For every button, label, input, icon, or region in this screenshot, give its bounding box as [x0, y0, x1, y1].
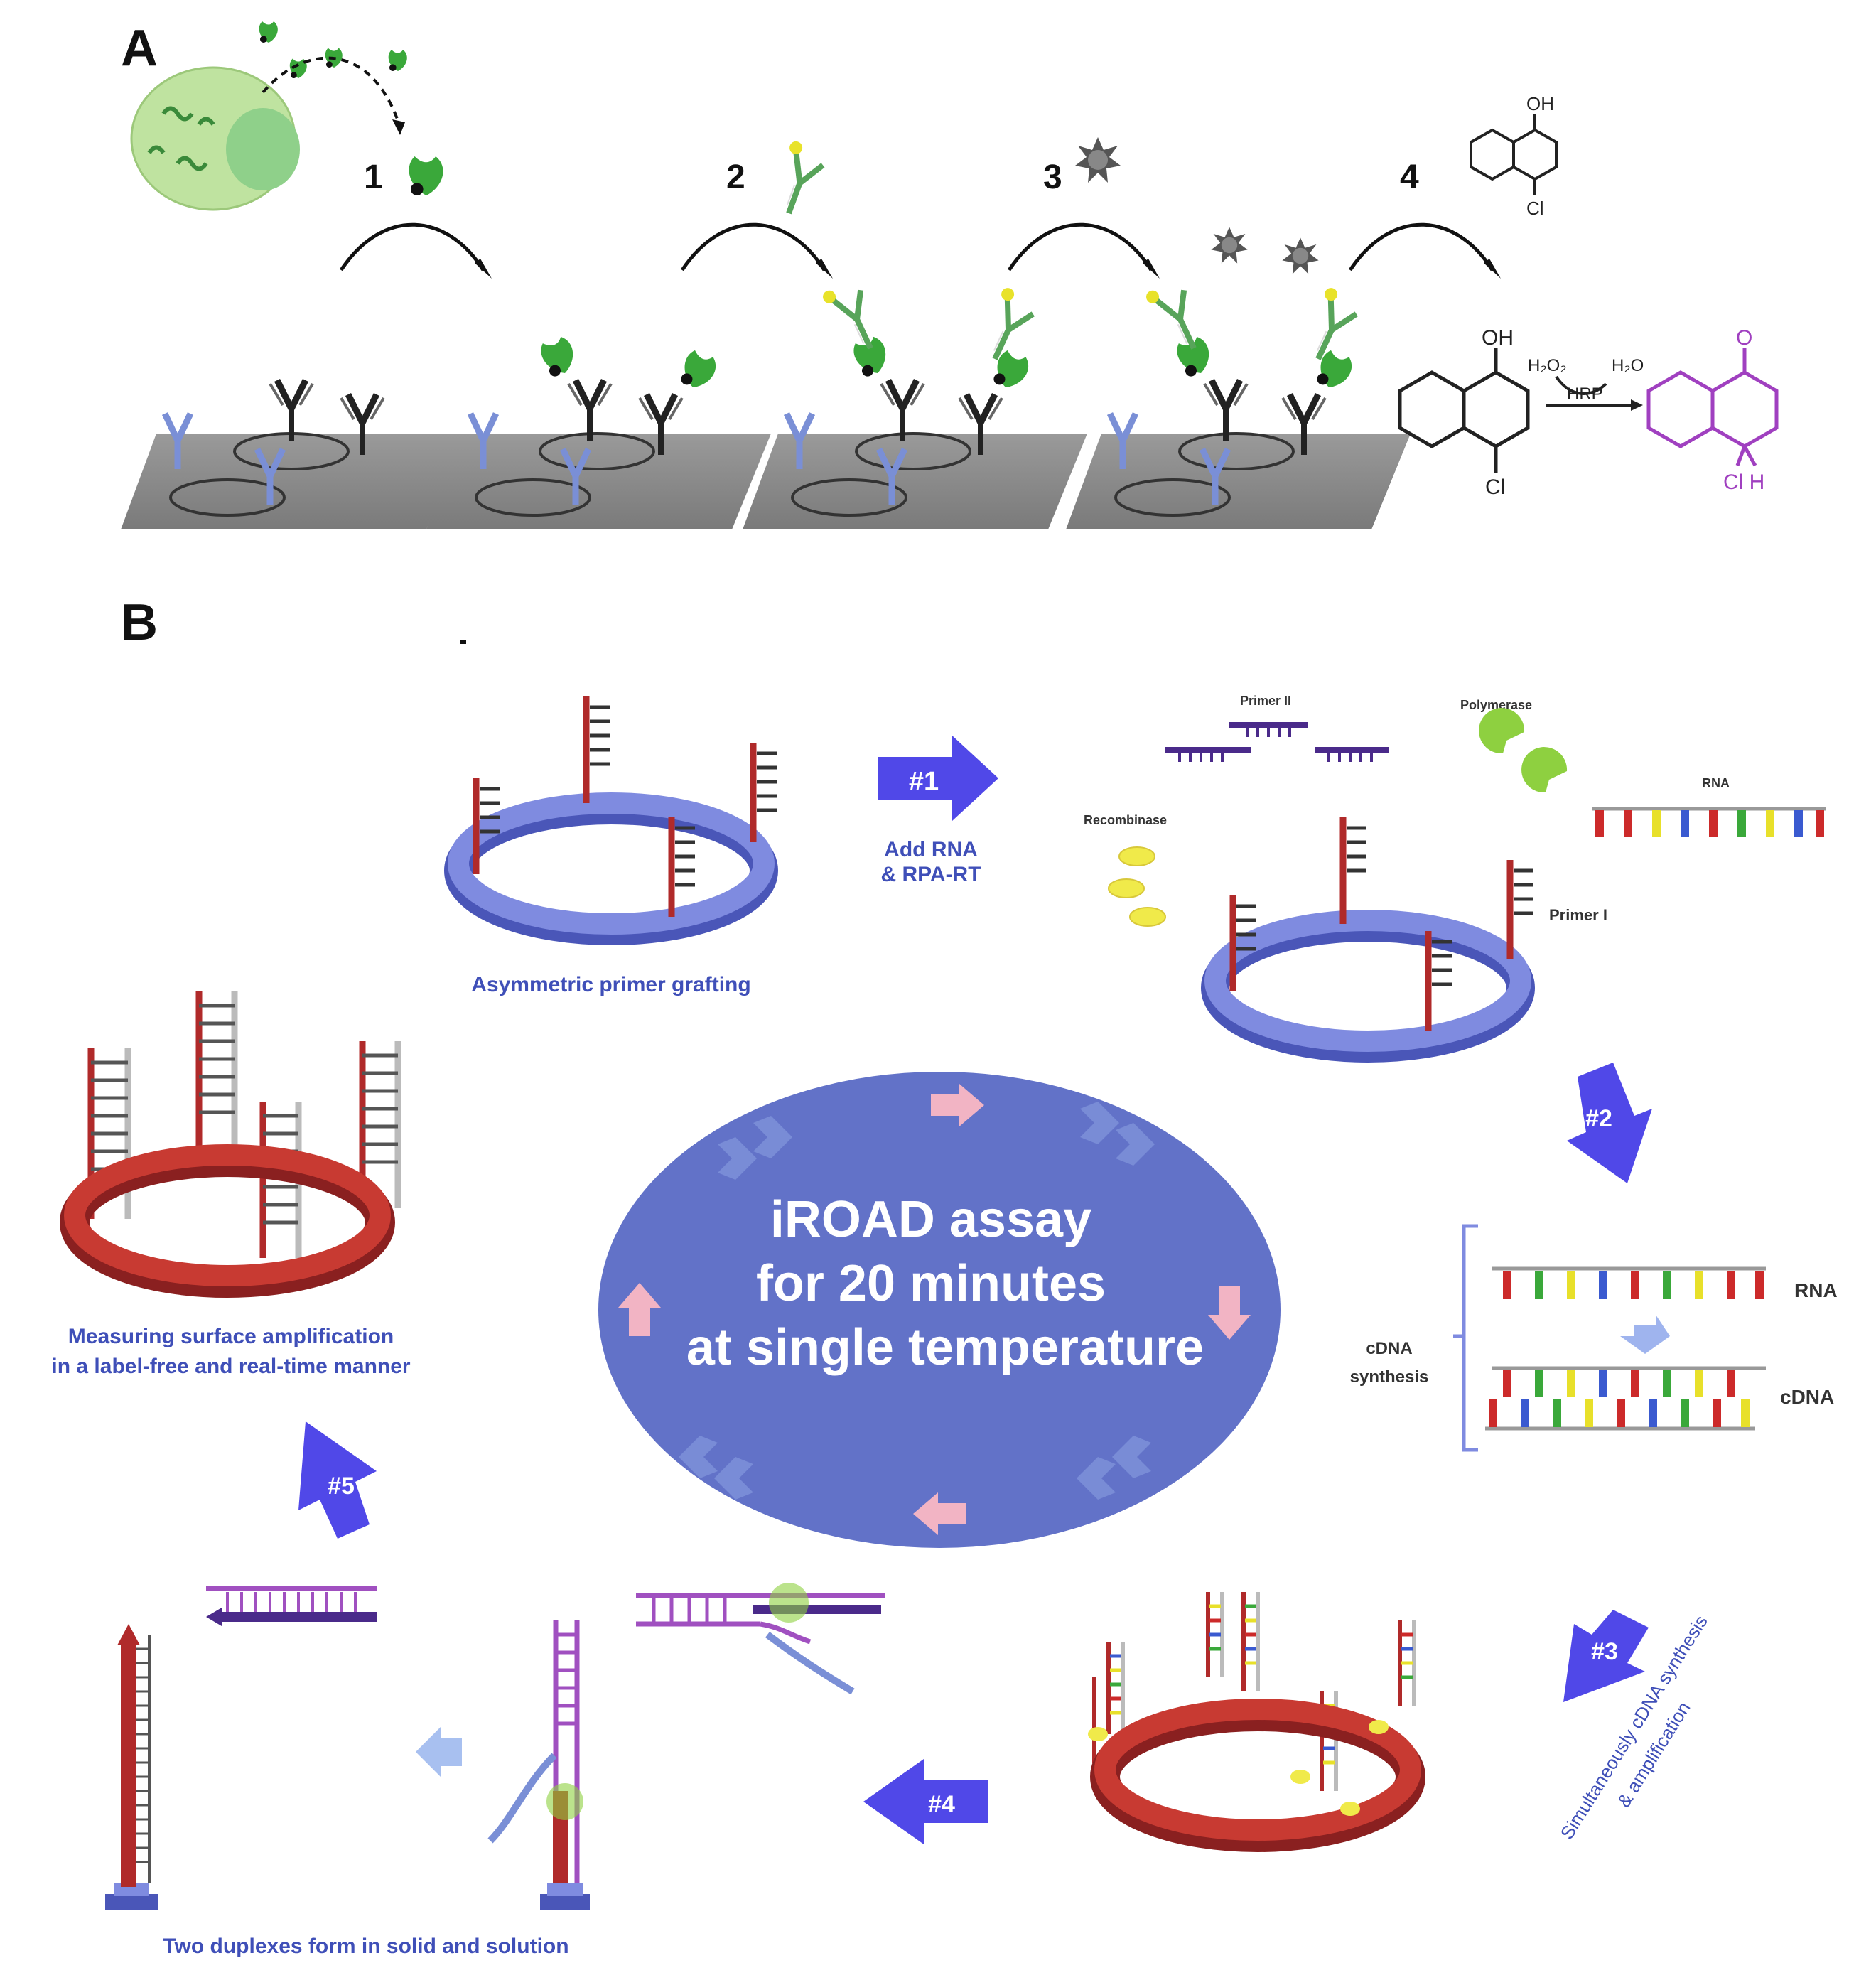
polymerase-icons: [1479, 708, 1568, 793]
primer-ring-right: [1201, 817, 1535, 1063]
h2o-label: H₂O: [1612, 356, 1644, 375]
cdna-strand: [1485, 1366, 1766, 1431]
plate-2: [426, 334, 771, 529]
primer-grafted-ring: [444, 696, 778, 945]
step-2-label: 2: [726, 158, 745, 196]
streptavidin-hrp-icon: [1075, 137, 1121, 183]
arrow-5: [298, 1421, 377, 1539]
arrow-2-label: #2: [1585, 1105, 1612, 1132]
arrow-2: [1567, 1063, 1652, 1183]
cdna-synthesis-line2: synthesis: [1350, 1367, 1429, 1387]
cell-illustration: [130, 66, 300, 211]
panel-a-letter: A: [121, 20, 158, 77]
h2o2-label: H₂O₂: [1528, 356, 1567, 375]
cl-label: Cl: [1485, 475, 1505, 499]
center-title-line2: for 20 minutes: [756, 1255, 1106, 1312]
chloronaphthol-reagent-icon: [1470, 114, 1558, 195]
arrow-3-label: #3: [1591, 1638, 1618, 1665]
detection-antibody-icon: [768, 139, 828, 218]
rna-top-label: RNA: [1702, 776, 1730, 790]
two-duplexes-caption: Two duplexes form in solid and solution: [163, 1935, 568, 1958]
primer-ii-label: Primer II: [1240, 694, 1291, 708]
primer-i-label: Primer I: [1549, 906, 1607, 924]
chloronaphthol-structure: [1398, 348, 1530, 473]
secreted-antigens: [259, 21, 443, 195]
rna-strand: [1492, 1266, 1766, 1299]
add-rna-line2: & RPA-RT: [880, 863, 981, 886]
arrow-5-label: #5: [328, 1473, 355, 1500]
rna-strand-top: [1592, 807, 1826, 837]
chloronaphthone-product: [1646, 348, 1779, 467]
rna-label: RNA: [1794, 1279, 1838, 1301]
panel-b-letter: B: [121, 594, 158, 651]
step-1-label: 1: [364, 158, 383, 196]
cl-label-top: Cl: [1526, 198, 1544, 219]
hrp-label: HRP: [1567, 384, 1603, 404]
arrow-4-label: #4: [928, 1791, 955, 1818]
arrow-3: [1563, 1610, 1649, 1702]
light-arrow-left: [416, 1727, 462, 1777]
measuring-caption-1: Measuring surface amplification: [68, 1325, 394, 1348]
center-oval: [598, 1072, 1281, 1548]
step-arrows-a: [339, 222, 1494, 271]
hrp-reaction-arrow: [1546, 375, 1631, 407]
plate-4: [1066, 227, 1411, 529]
recombinase-label: Recombinase: [1084, 813, 1167, 827]
arrow-4: [863, 1759, 988, 1844]
stray-mark: [460, 640, 466, 644]
released-duplex: [206, 1586, 377, 1626]
arrow-1: [878, 736, 998, 821]
cdna-synthesis-line1: cDNA: [1366, 1339, 1412, 1358]
center-title-line1: iROAD assay: [770, 1191, 1091, 1248]
plate-3: [743, 278, 1087, 529]
step-arrowheads-a: [475, 259, 1501, 279]
step-3-label: 3: [1043, 158, 1062, 196]
cdna-label: cDNA: [1780, 1386, 1834, 1408]
cdna-down-arrow: [1620, 1315, 1670, 1354]
asymmetric-grafting-caption: Asymmetric primer grafting: [471, 973, 750, 996]
surface-amplification-ring: [60, 991, 401, 1298]
oh-label: OH: [1482, 326, 1514, 350]
center-title-line3: at single temperature: [686, 1319, 1204, 1376]
step-4-label: 4: [1400, 158, 1419, 196]
plate-1: [121, 380, 465, 529]
product-clh-label: Cl H: [1723, 470, 1764, 494]
recombinase-icons: [1108, 846, 1166, 927]
primer-ii-strands: [1165, 722, 1389, 762]
solid-extended-strand: [105, 1624, 158, 1910]
cdna-bracket: [1453, 1224, 1478, 1452]
arrow-1-label: #1: [909, 767, 939, 797]
polymerase-label: Polymerase: [1460, 698, 1532, 712]
solid-duplex: [487, 1620, 590, 1910]
measuring-caption-2: in a label-free and real-time manner: [51, 1355, 410, 1378]
hrp-arrowhead: [1631, 399, 1643, 411]
product-o-label: O: [1736, 326, 1752, 350]
amplified-ring: [1088, 1592, 1425, 1852]
add-rna-line1: Add RNA: [884, 838, 978, 861]
oh-label-top: OH: [1526, 93, 1554, 114]
solution-duplex: [636, 1583, 885, 1695]
